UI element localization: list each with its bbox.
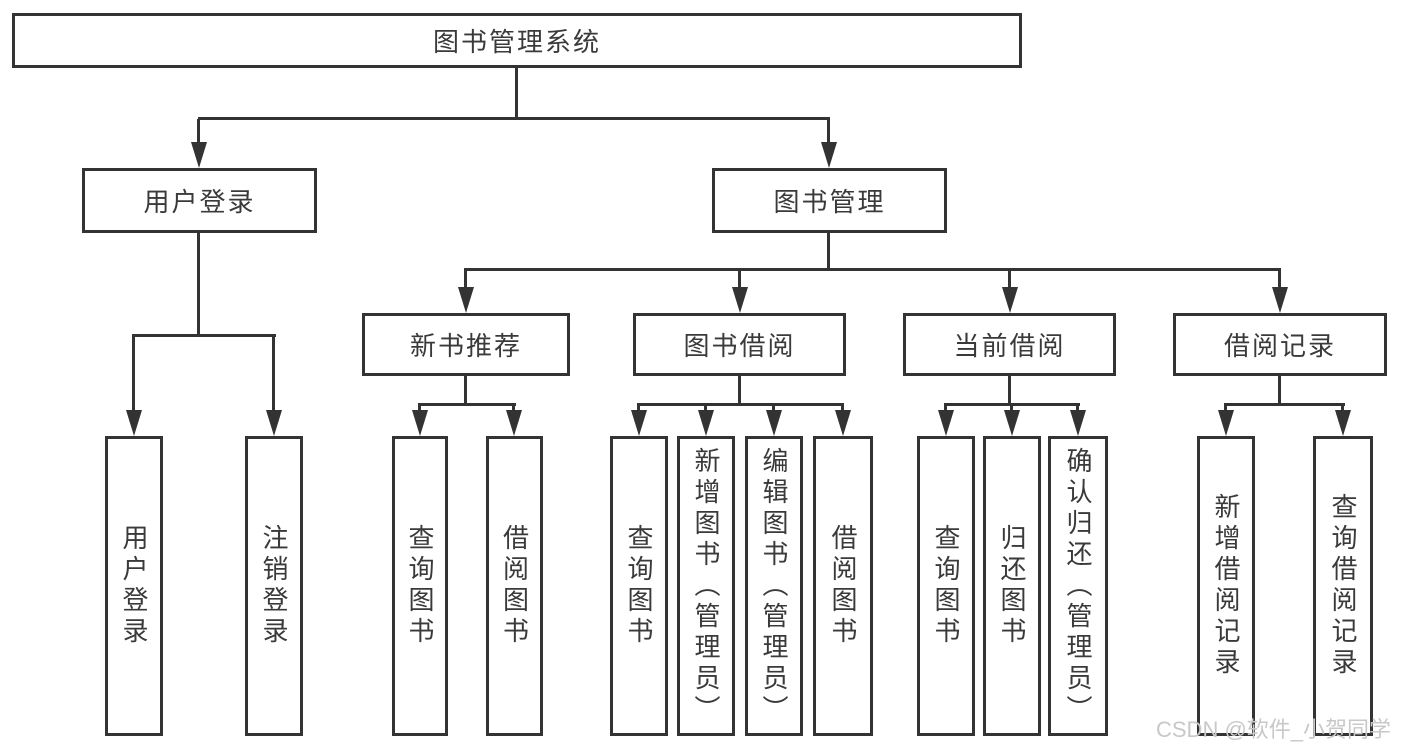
arrowhead [631,410,647,436]
node-library-management-system: 图书管理系统 [12,13,1022,68]
leaf-borrowing-add-books-admin: 新增图书（管理员） [677,436,735,736]
arrowhead [1335,410,1351,436]
edge-line [272,336,275,414]
arrowhead [1002,287,1018,313]
edge-line [1224,403,1345,406]
arrowhead [698,410,714,436]
arrowhead [1272,287,1288,313]
leaf-current-confirm-return-admin: 确认归还（管理员） [1048,436,1108,736]
leaf-current-query-books: 查询图书 [917,436,975,736]
leaf-records-add-borrow-record: 新增借阅记录 [1197,436,1255,736]
edge-line [418,403,516,406]
edge-line [464,270,467,291]
edge-line [132,334,276,337]
edge-line [1278,375,1281,405]
node-new-book-recommend: 新书推荐 [362,313,570,376]
arrowhead [1070,410,1086,436]
edge-line [198,117,830,120]
edge-line [1278,270,1281,291]
csdn-watermark: CSDN @软件_小贺同学 [1156,717,1392,742]
edge-line [464,375,467,405]
arrowhead [266,410,282,436]
arrowhead [1218,410,1234,436]
arrowhead [732,287,748,313]
node-book-management: 图书管理 [712,168,947,233]
arrowhead [458,287,474,313]
leaf-newrec-query-books: 查询图书 [392,436,448,736]
edge-line [132,336,135,414]
arrowhead [412,410,428,436]
arrowhead [126,410,142,436]
edge-line [827,233,830,270]
arrowhead [1004,410,1020,436]
edge-line [944,403,1080,406]
leaf-current-return-books: 归还图书 [983,436,1041,736]
arrowhead [506,410,522,436]
leaf-user-login: 用户登录 [105,436,163,736]
edge-line [1008,375,1011,405]
edge-line [197,233,200,336]
arrowhead [191,142,207,168]
edge-line [197,119,200,146]
arrowhead [821,142,837,168]
leaf-logout: 注销登录 [245,436,303,736]
node-borrowing-records: 借阅记录 [1173,313,1387,376]
leaf-borrowing-borrow-books: 借阅图书 [813,436,873,736]
leaf-newrec-borrow-books: 借阅图书 [486,436,543,736]
edge-line [637,403,844,406]
leaf-borrowing-query-books: 查询图书 [610,436,668,736]
leaf-records-query-borrow-record: 查询借阅记录 [1313,436,1373,736]
node-current-borrowing: 当前借阅 [903,313,1116,376]
arrowhead [938,410,954,436]
edge-line [515,68,518,119]
arrowhead [835,410,851,436]
edge-line [827,119,830,146]
edge-line [1008,270,1011,291]
edge-line [738,270,741,291]
node-user-login: 用户登录 [82,168,317,233]
edge-line [738,375,741,405]
leaf-borrowing-edit-books-admin: 编辑图书（管理员） [745,436,803,736]
edge-line [464,268,1281,271]
arrowhead [766,410,782,436]
node-book-borrowing: 图书借阅 [633,313,846,376]
